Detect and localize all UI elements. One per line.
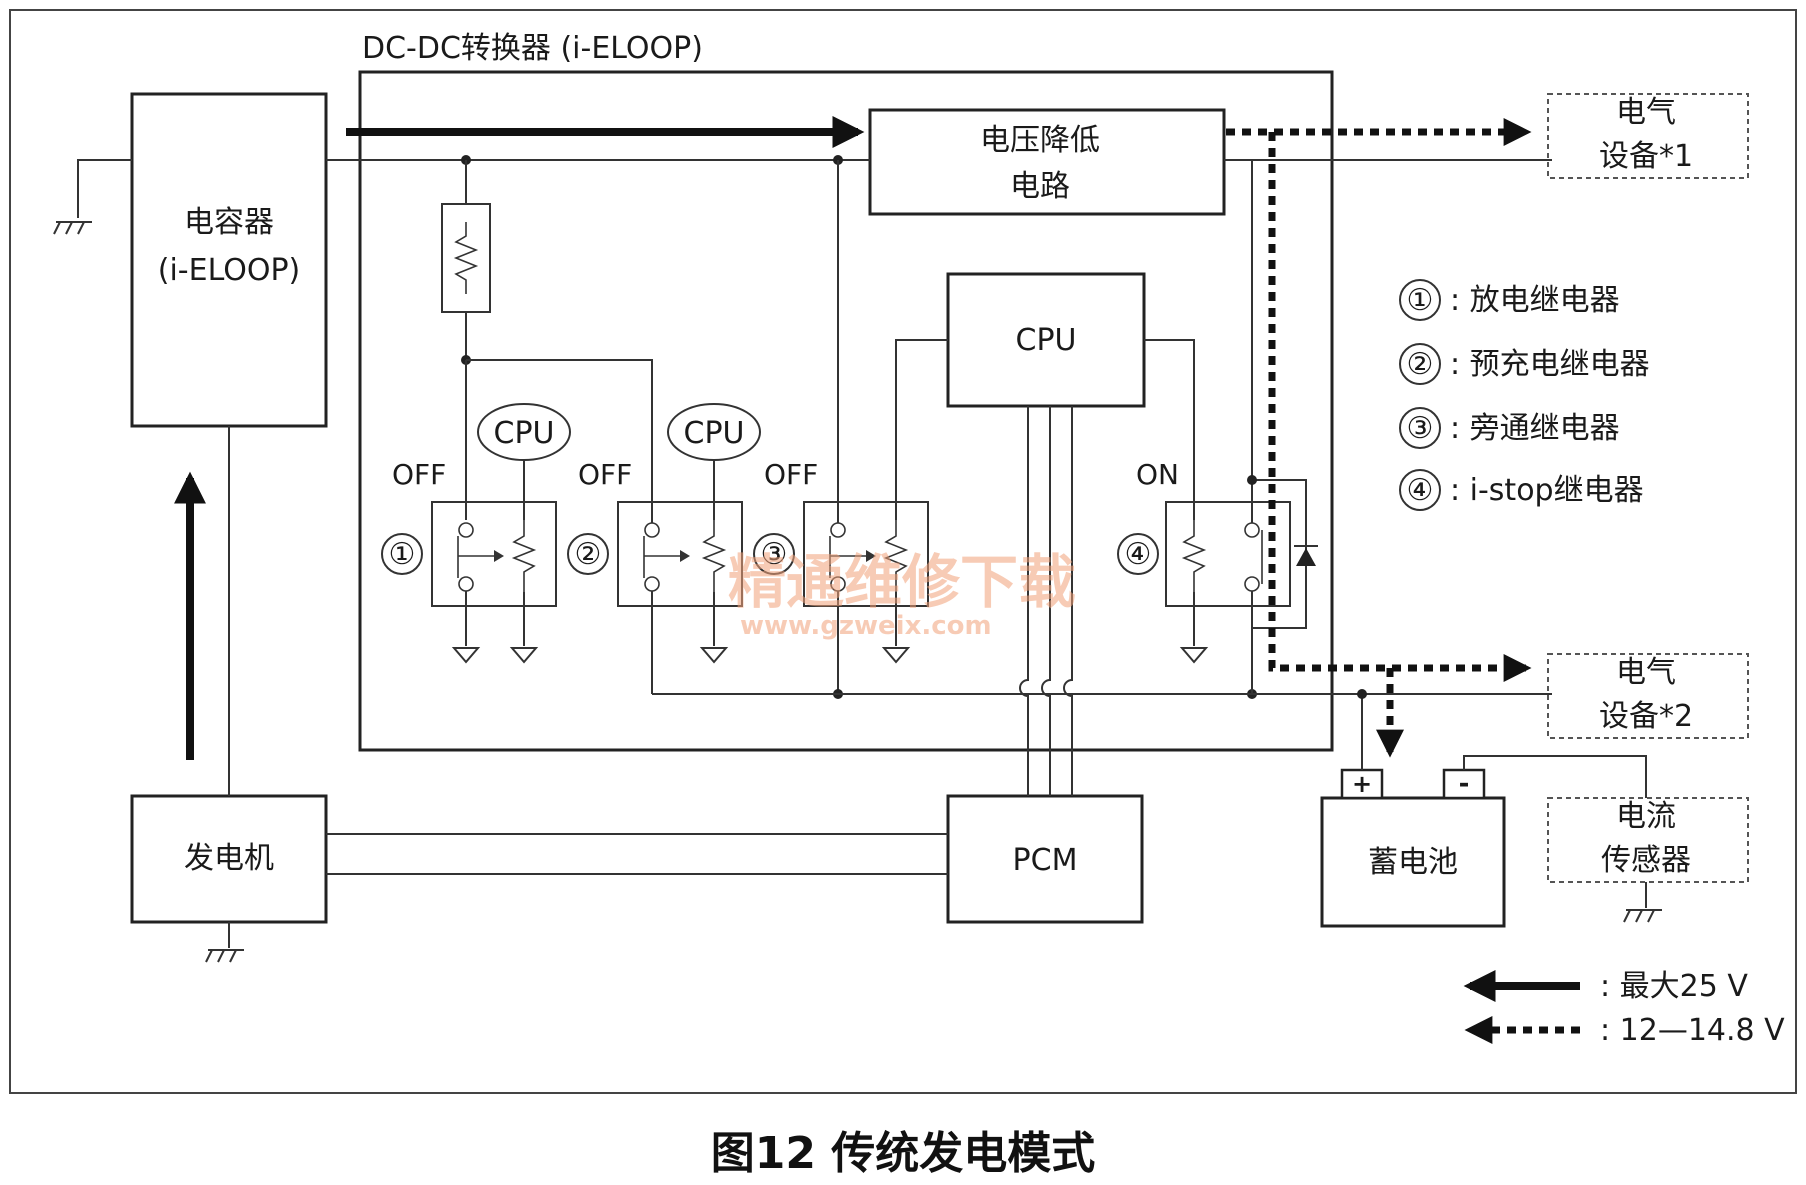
relay-3-box (803, 501, 929, 607)
relay-4-box (1165, 501, 1291, 607)
legend-badge-2 (1399, 343, 1441, 385)
main-cpu-box (946, 272, 1146, 408)
relay-3-ground-icon (883, 647, 909, 663)
relay-4-ground-icon (1181, 647, 1207, 663)
step-down-sublabel: 电路 (1010, 169, 1070, 204)
relay-legend: ① : 放电继电器 ② : 预充电继电器 ③ : 旁通继电器 ④ : i-sto… (1399, 279, 1650, 511)
relay-1-box (431, 501, 557, 607)
relay-3-state: OFF (764, 458, 818, 491)
step-down-circuit-box (868, 108, 1226, 216)
legend-num-3: ③ (1407, 411, 1434, 446)
relay-1-number: ① (389, 537, 416, 572)
generator-label: 发电机 (184, 841, 274, 876)
capacitor-label: 电容器 (184, 205, 274, 240)
relay-1-ground-icon (453, 647, 479, 663)
current-sensor-box (1547, 797, 1749, 883)
equipment-1-box (1547, 93, 1749, 179)
battery-plus-terminal (1340, 768, 1384, 800)
relay-1-coil-ground-icon (511, 647, 537, 663)
relay-4-state: ON (1136, 458, 1179, 491)
watermark-text: 精通维修下载 (728, 548, 1076, 616)
legend-num-2: ② (1407, 347, 1434, 382)
dcdc-converter-box (358, 70, 1334, 752)
relay-1-number-badge (381, 533, 423, 575)
relay-2-number-badge (567, 533, 609, 575)
battery-minus-icon: - (1459, 769, 1470, 799)
current-sensor-ground-icon (1623, 909, 1663, 923)
legend-text-4: : i-stop继电器 (1450, 473, 1644, 508)
legend-badge-1 (1399, 279, 1441, 321)
legend-badge-3 (1399, 407, 1441, 449)
legend-badge-4 (1399, 469, 1441, 511)
outer-frame (9, 9, 1797, 1094)
voltage-legend: : 最大25 V : 12—14.8 V (1463, 969, 1785, 1048)
relay-3-number: ③ (761, 537, 788, 572)
battery-box (1320, 796, 1506, 928)
legend-text-3: : 旁通继电器 (1450, 411, 1620, 446)
generator-ground-icon (205, 949, 245, 963)
pcm-label: PCM (1013, 843, 1078, 878)
dcdc-converter-title: DC-DC转换器 (i-ELOOP) (362, 31, 703, 66)
battery-label: 蓄电池 (1368, 845, 1458, 880)
equipment-2-box (1547, 653, 1749, 739)
equipment-1-sublabel: 设备*1 (1599, 139, 1693, 174)
relay-2-number: ② (575, 537, 602, 572)
battery-plus-icon: + (1352, 770, 1372, 798)
equipment-1-label: 电气 (1616, 95, 1676, 130)
capacitor-sublabel: (i-ELOOP) (158, 253, 301, 288)
pcm-box (946, 794, 1144, 924)
relay-4-diode-icon (1296, 548, 1316, 566)
relay-1-state: OFF (392, 458, 446, 491)
legend-num-1: ① (1407, 283, 1434, 318)
equipment-2-sublabel: 设备*2 (1599, 699, 1693, 734)
relay-2-cpu-label: CPU (684, 416, 745, 451)
relay-2-ground-icon (701, 647, 727, 663)
main-cpu-label: CPU (1016, 323, 1077, 358)
relay-1-cpu-label: CPU (494, 416, 555, 451)
capacitor-box (130, 92, 328, 428)
stepdown-vertical-flow (1268, 132, 1532, 682)
equipment-2-label: 电气 (1616, 655, 1676, 690)
current-sensor-sublabel: 传感器 (1601, 843, 1691, 878)
watermark-url: www.gzweix.com (740, 611, 992, 641)
figure-caption: 图12 传统发电模式 (711, 1128, 1096, 1179)
resistor-icon (453, 222, 479, 294)
relay-2-box (617, 501, 743, 607)
capacitor-ground-icon (53, 221, 93, 235)
relay-3-number-badge (753, 533, 795, 575)
current-sensor-label: 电流 (1616, 799, 1676, 834)
relay-4-number: ④ (1125, 537, 1152, 572)
legend-num-4: ④ (1407, 473, 1434, 508)
relay-4-number-badge (1117, 533, 1159, 575)
legend-solid-text: : 最大25 V (1600, 969, 1748, 1004)
legend-text-2: : 预充电继电器 (1450, 347, 1650, 382)
legend-text-1: : 放电继电器 (1450, 283, 1620, 318)
resistor-box (441, 203, 491, 313)
relay-2-state: OFF (578, 458, 632, 491)
relay-1-cpu-oval (477, 403, 571, 461)
relay-2-cpu-oval (667, 403, 761, 461)
step-down-label: 电压降低 (980, 123, 1100, 158)
legend-dotted-text: : 12—14.8 V (1600, 1013, 1785, 1048)
